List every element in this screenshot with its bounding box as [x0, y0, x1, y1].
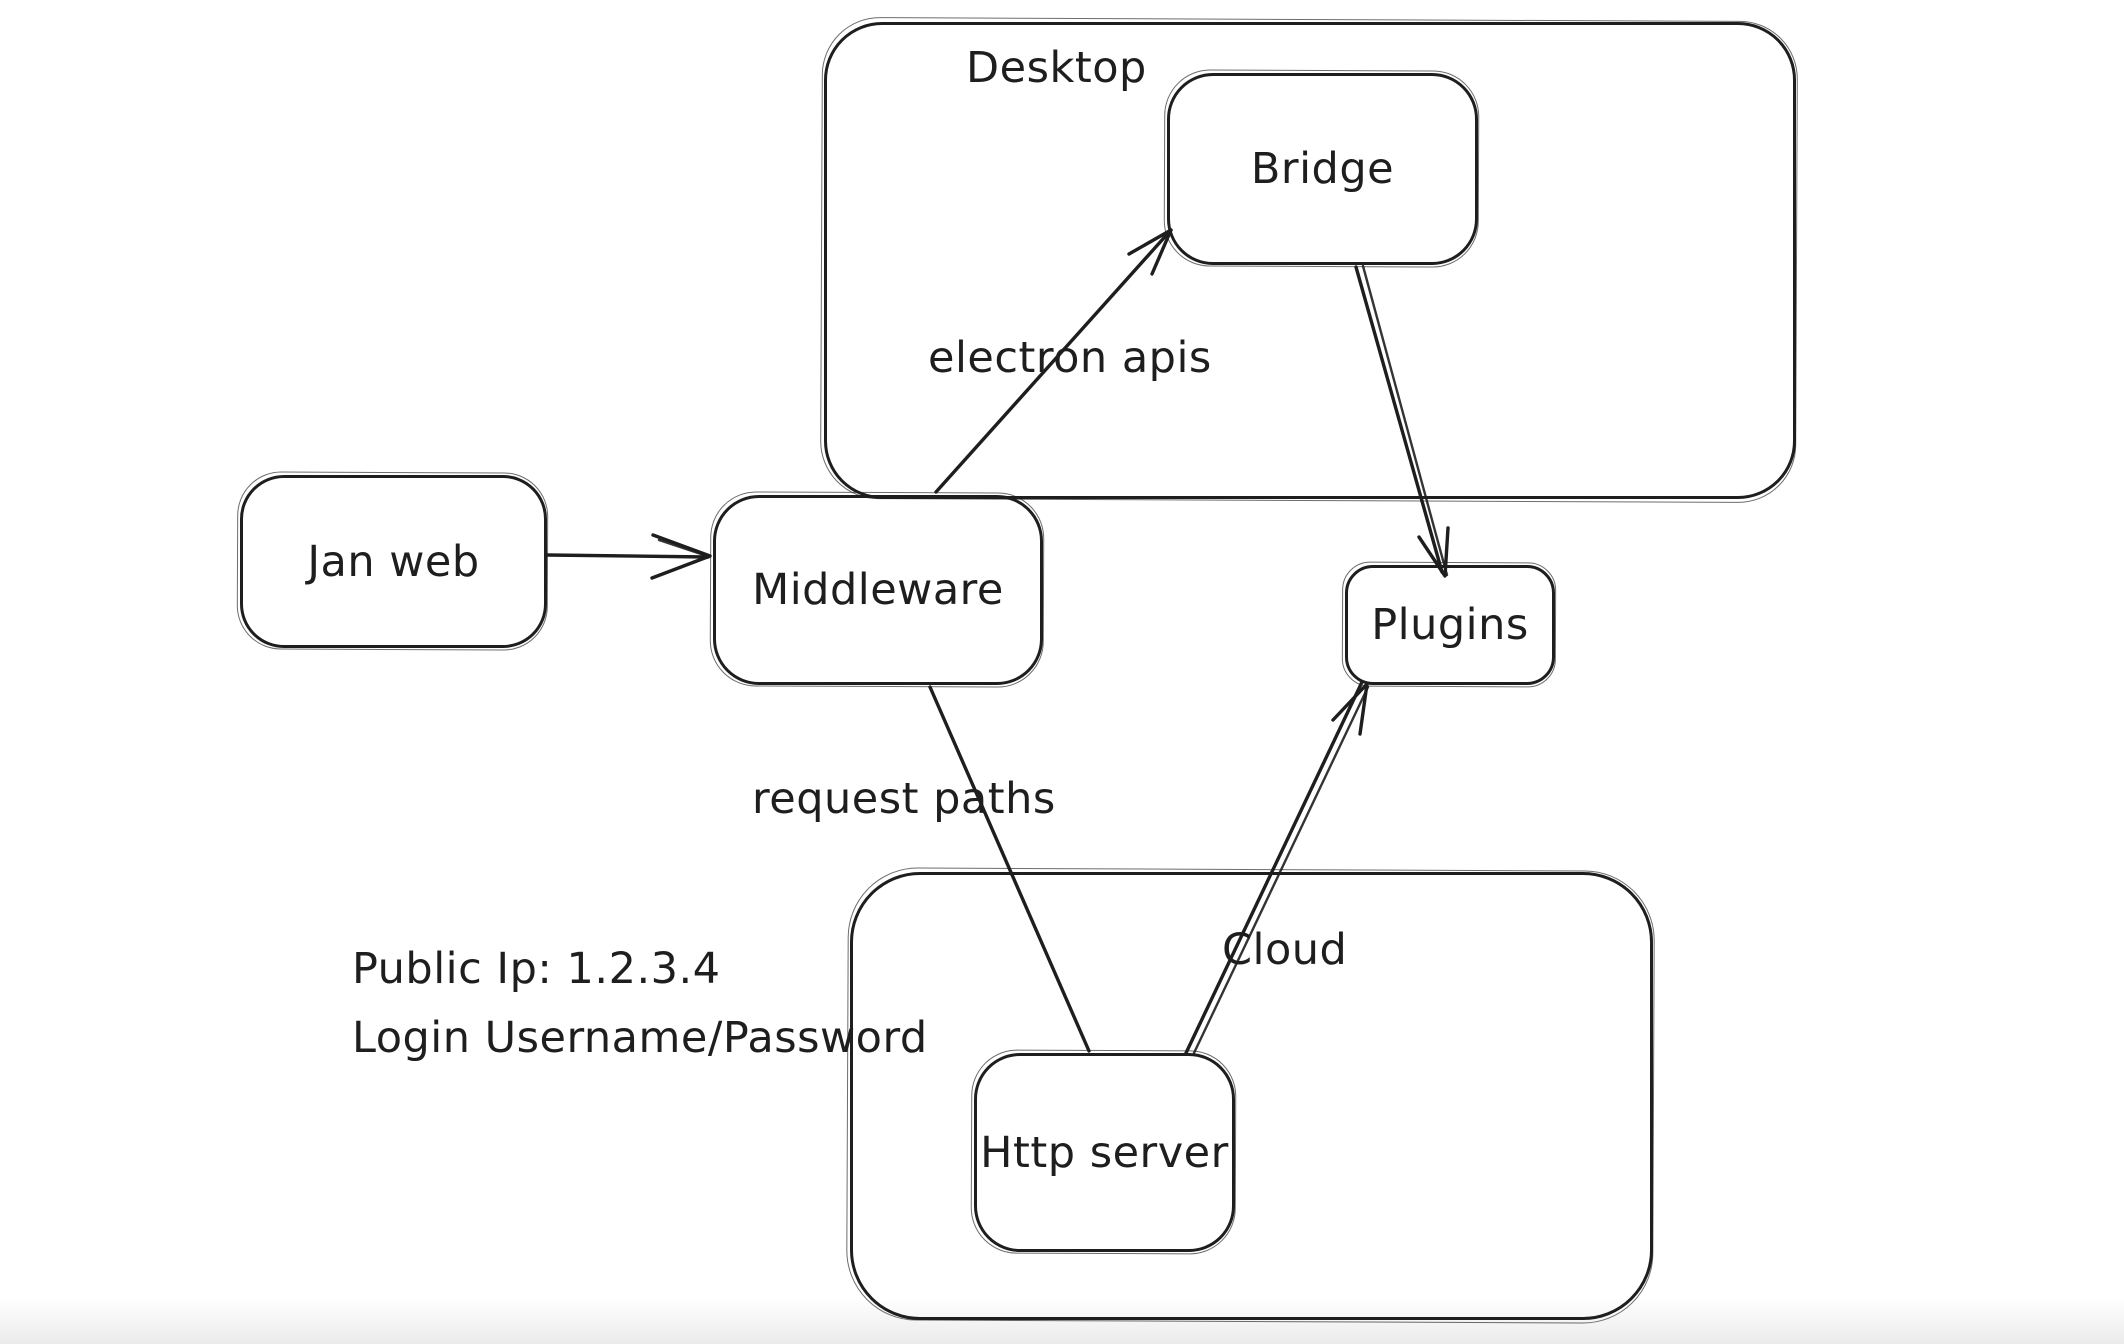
node-http-server-label: Http server: [980, 1127, 1229, 1178]
edge-line-sketch: [657, 538, 709, 558]
node-middleware[interactable]: Middleware: [713, 495, 1043, 685]
node-plugins[interactable]: Plugins: [1345, 565, 1555, 685]
node-middleware-label: Middleware: [752, 565, 1004, 615]
login-credentials-text: Login Username/Password: [352, 1012, 928, 1063]
public-ip-text: Public Ip: 1.2.3.4: [352, 944, 721, 994]
node-jan-web-label: Jan web: [307, 536, 480, 587]
node-http-server[interactable]: Http server: [974, 1053, 1235, 1252]
node-bridge[interactable]: Bridge: [1167, 73, 1478, 265]
node-plugins-label: Plugins: [1371, 600, 1529, 650]
node-jan-web[interactable]: Jan web: [240, 475, 547, 648]
credentials-note[interactable]: Public Ip: 1.2.3.4 Login Username/Passwo…: [352, 943, 928, 1081]
desktop-container-box[interactable]: [824, 22, 1796, 499]
cloud-container-box[interactable]: [850, 872, 1653, 1320]
edge-label-request-paths[interactable]: request paths: [752, 774, 1056, 824]
edge-arrowhead: [650, 533, 712, 580]
edge-jan-web-to-middleware[interactable]: [545, 533, 712, 580]
edge-line: [545, 553, 710, 559]
cloud-container-label[interactable]: Cloud: [1222, 925, 1348, 975]
edge-label-electron-apis[interactable]: electron apis: [928, 333, 1212, 383]
desktop-container-label[interactable]: Desktop: [966, 43, 1147, 93]
node-bridge-label: Bridge: [1250, 144, 1395, 194]
